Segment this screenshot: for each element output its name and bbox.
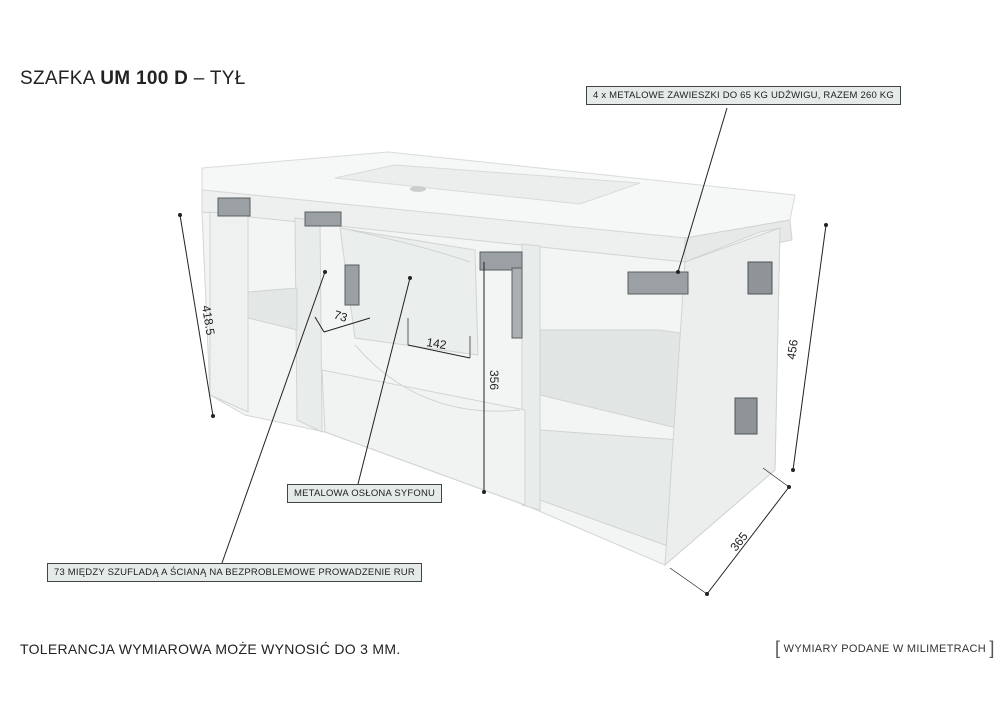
- left-shelf: [247, 287, 298, 331]
- leader-gap: [221, 271, 326, 564]
- dim-depth-line: [706, 486, 790, 595]
- callout-gap: 73 MIĘDZY SZUFLADĄ A ŚCIANĄ NA BEZPROBLE…: [47, 563, 422, 582]
- leader-end: [676, 270, 680, 274]
- dim-left-height-line: [179, 214, 214, 417]
- drawer-front: [321, 369, 526, 506]
- title-prefix: SZAFKA: [20, 68, 101, 89]
- dim-siphon-width-line: [407, 344, 471, 359]
- dim-gap-line: [314, 316, 325, 333]
- dim-right-height-line: [792, 224, 827, 471]
- leader-end: [408, 276, 412, 280]
- basin: [334, 164, 641, 205]
- leader-siphon: [357, 277, 411, 485]
- siphon-cover-curve: [349, 229, 471, 263]
- siphon-cover: [339, 227, 479, 356]
- left-panel: [209, 211, 249, 413]
- dim-gap: 73: [332, 308, 349, 326]
- units-text: WYMIARY PODANE W MILIMETRACH: [783, 643, 987, 655]
- dim-point: [787, 485, 791, 489]
- bracket-vertical: [479, 251, 523, 339]
- dim-siphon-width: 142: [426, 335, 448, 352]
- dim-siphon-height: 356: [487, 370, 501, 390]
- bracket-close: ]: [989, 638, 995, 658]
- dim-depth-ext: [669, 567, 708, 595]
- dim-point: [824, 223, 828, 227]
- hanger-right-upper: [747, 261, 773, 295]
- dim-point: [211, 414, 215, 418]
- callout-siphon: METALOWA OSŁONA SYFONU: [287, 484, 443, 503]
- hanger-top-right: [627, 271, 689, 295]
- right-panel: [664, 227, 781, 567]
- hanger-top-left: [217, 197, 251, 217]
- title-suffix: – TYŁ: [188, 68, 246, 89]
- leader-end: [323, 270, 327, 274]
- units-note: [ WYMIARY PODANE W MILIMETRACH ]: [775, 638, 995, 659]
- leader-hangers: [677, 107, 728, 273]
- siphon-bracket: [344, 264, 360, 306]
- dim-gap-line: [323, 317, 371, 333]
- dim-point: [482, 490, 486, 494]
- title-model: UM 100 D: [100, 68, 189, 89]
- tolerance-note: TOLERANCJA WYMIAROWA MOŻE WYNOSIĆ DO 3 M…: [20, 641, 401, 657]
- dim-depth-ext: [762, 467, 790, 488]
- drain-hole: [410, 186, 426, 192]
- page-title: SZAFKA UM 100 D – TYŁ: [20, 68, 246, 90]
- dim-right-height: 456: [784, 338, 801, 360]
- basin-underside: [354, 344, 521, 412]
- dim-left-height: 418.5: [199, 304, 218, 336]
- dim-depth: 365: [727, 529, 751, 554]
- bracket-open: [: [775, 638, 781, 658]
- dim-point: [178, 213, 182, 217]
- dim-point: [791, 468, 795, 472]
- callout-hangers: 4 x METALOWE ZAWIESZKI DO 65 KG UDŹWIGU,…: [586, 86, 901, 105]
- hanger-right-lower: [734, 397, 758, 435]
- hanger-top-center: [304, 211, 342, 227]
- left-divider: [294, 217, 323, 433]
- dim-point: [705, 592, 709, 596]
